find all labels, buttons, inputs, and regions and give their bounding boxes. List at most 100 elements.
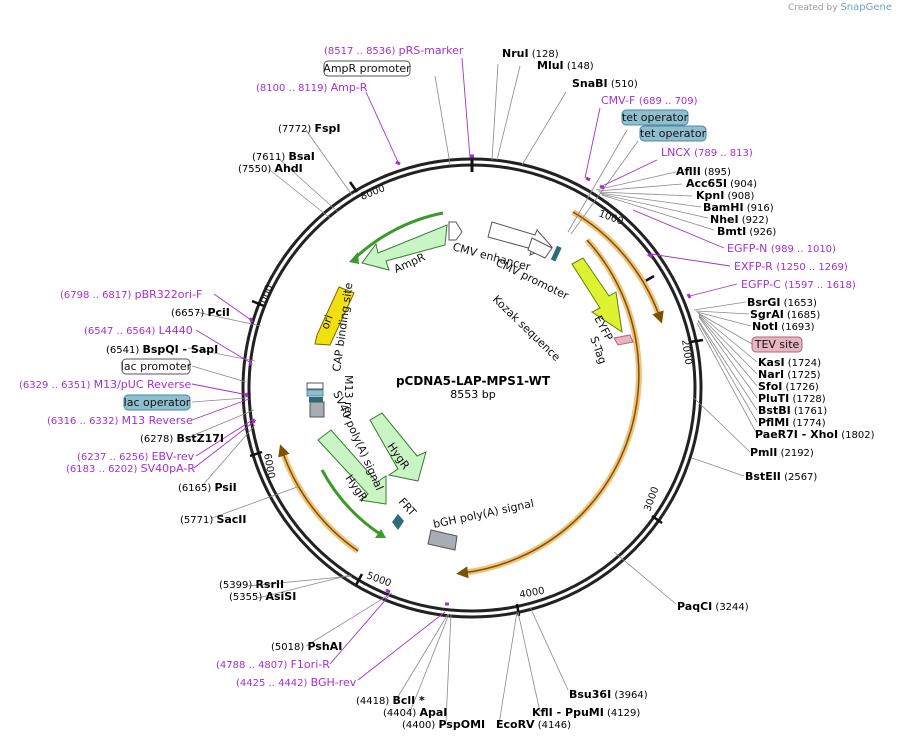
enzyme-label: SfoI (1726): [758, 380, 819, 393]
enzyme-label: (5018) PshAI: [271, 640, 342, 653]
hygr-green-head: [375, 529, 386, 538]
enzyme-label: PluTI (1728): [758, 392, 826, 405]
boxed-labels: AmpR promoter tet operator tet operator …: [121, 60, 803, 411]
scale-tick: [689, 338, 704, 344]
bgh-feature: [427, 529, 458, 551]
orf-arrows: [278, 209, 664, 579]
enzyme-label: NheI (922): [710, 213, 769, 226]
primer-marks: [244, 154, 692, 606]
feature-frt: FRT: [396, 495, 419, 519]
enzyme-label: PmlI (2192): [750, 446, 814, 459]
eyfp-feature: [571, 257, 623, 334]
tet-operator-text-1: tet operator: [622, 111, 689, 124]
enzyme-label: (7611) BsaI: [252, 150, 315, 163]
primer-label: (6183 .. 6202) SV40pA-R: [66, 462, 195, 475]
hygr-green-line: [320, 469, 384, 538]
cmv-promoter-feature: [527, 237, 553, 259]
s-tag-feature: [613, 334, 634, 346]
scale-tick-label: 1000: [597, 208, 625, 227]
lac-promoter-text: lac promoter: [121, 360, 192, 373]
lac-operator-box: [123, 394, 191, 411]
plasmid-size: 8553 bp: [450, 388, 495, 401]
primer-label: (6798 .. 6817) pBR322ori-F: [60, 288, 202, 301]
enzyme-label: Acc65I (904): [686, 177, 757, 190]
enzyme-label: (6165) PsiI: [178, 481, 237, 494]
enzyme-label: BstEII (2567): [745, 470, 817, 483]
enzyme-label: PaeR7I - XhoI (1802): [755, 428, 875, 441]
primer-label: CMV-F (689 .. 709): [601, 94, 698, 107]
enzyme-label: PaqCI (3244): [677, 600, 749, 613]
lac-operator-feature: [306, 389, 324, 397]
scale-tick-label: 2000: [679, 339, 693, 366]
lac-operator-text: lac operator: [124, 396, 191, 409]
primer-label: (4425 .. 4442) BGH-rev: [236, 676, 357, 689]
enzyme-label: MluI (148): [537, 59, 594, 72]
enzyme-label: KpnI (908): [696, 189, 754, 202]
enzyme-label: (6657) PciI: [171, 306, 230, 319]
primer-label: LNCX (789 .. 813): [661, 146, 753, 159]
scale-tick-label: 4000: [519, 586, 546, 601]
ori-feature: [314, 286, 355, 346]
enzyme-label: (5771) SacII: [180, 513, 247, 526]
enzyme-label: NruI (128): [502, 47, 559, 60]
primer-label: EXFP-R (1250 .. 1269): [734, 260, 848, 273]
scale-tick: [251, 299, 265, 308]
feature-bgh-polya: bGH poly(A) signal: [432, 497, 535, 531]
ampr-green-line: [351, 211, 444, 262]
primer-label: EGFP-C (1597 .. 1618): [741, 278, 856, 291]
primer-label: (6316 .. 6332) M13 Reverse: [47, 414, 193, 427]
enzyme-label: EcoRV (4146): [496, 718, 571, 731]
scale-tick: [651, 514, 663, 525]
tet-operator-box-1: [621, 109, 689, 126]
feature-ori: ori: [319, 313, 336, 331]
cap-site-feature: [309, 397, 323, 402]
scale-tick-label: 7000: [256, 283, 275, 311]
primer-label: EGFP-N (989 .. 1010): [727, 242, 836, 255]
enzyme-label: PflMI (1774): [758, 416, 826, 429]
enzyme-label: (5355) AsiSI: [229, 590, 296, 603]
enzyme-label: (4404) ApaI: [383, 706, 447, 719]
primer-leaders: [191, 57, 738, 681]
hygr-upper-feature: [369, 412, 427, 482]
ampr-green-head: [349, 252, 359, 264]
feature-kozak: Kozak sequence: [490, 293, 563, 364]
lac-promoter-box: [121, 358, 191, 375]
scale-tick: [348, 181, 359, 193]
tev-site-box: [751, 336, 803, 353]
plasmid-name: pCDNA5-LAP-MPS1-WT: [396, 374, 551, 388]
primer-label: (8517 .. 8536) pRS-marker: [324, 44, 464, 57]
lac-promoter-feature: [306, 382, 324, 390]
ampr-promoter-feature: [448, 221, 463, 241]
ampr-feature: [361, 224, 448, 271]
enzyme-label: BamHI (916): [703, 201, 774, 214]
tev-site-text: TEV site: [754, 338, 800, 351]
enzyme-label: SnaBI (510): [572, 77, 638, 90]
enzyme-label: SgrAI (1685): [750, 308, 820, 321]
kozak-feature: [550, 245, 562, 262]
primer-label: (6547 .. 6564) L4440: [84, 324, 193, 337]
enzyme-label: Bsu36I (3964): [569, 688, 648, 701]
enzyme-label: (7550) AhdI: [238, 162, 303, 175]
enzyme-labels: NruI (128)MluI (148)SnaBI (510)AflII (89…: [106, 47, 875, 731]
enzyme-label: NotI (1693): [752, 320, 815, 333]
primer-label: (6329 .. 6351) M13/pUC Reverse: [19, 378, 191, 391]
primer-label: (4788 .. 4807) F1ori-R: [216, 658, 330, 671]
enzyme-label: (4400) PspOMI: [402, 718, 485, 731]
enzyme-label: BsrGI (1653): [747, 296, 817, 309]
scale-tick-label: 6000: [261, 453, 276, 480]
feature-cmv-promoter: CMV promoter: [494, 256, 571, 303]
credit-prefix: Created by: [788, 3, 838, 13]
enzyme-label: (4418) BclI *: [356, 694, 425, 707]
feature-shapes: [306, 221, 634, 551]
scale-tick: [354, 573, 364, 586]
enzyme-label: (5399) RsrII: [219, 578, 284, 591]
tet-operator-text-2: tet operator: [640, 127, 707, 140]
frt-feature: [392, 514, 404, 530]
enzyme-label: BstBI (1761): [758, 404, 827, 417]
ampr-promoter-box: [323, 60, 411, 77]
enzyme-label: BmtI (926): [717, 225, 776, 238]
enzyme-label: (7772) FspI: [278, 122, 340, 135]
enzyme-label: (6278) BstZ17I: [140, 432, 224, 445]
ampr-promoter-text: AmpR promoter: [323, 62, 411, 75]
